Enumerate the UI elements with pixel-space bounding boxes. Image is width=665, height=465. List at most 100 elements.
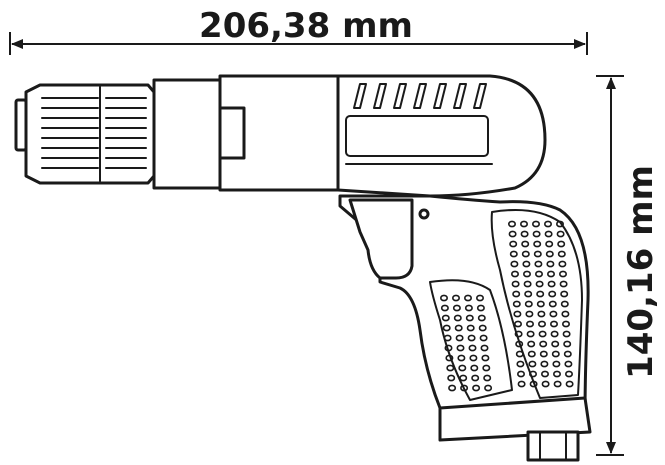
grip-dot	[527, 350, 536, 358]
grip-dot	[440, 304, 449, 312]
grip-dot	[472, 384, 481, 392]
grip-dot	[551, 350, 560, 358]
grip-dot	[540, 360, 549, 368]
grip-dot	[539, 350, 548, 358]
grip-dot	[524, 300, 533, 308]
air-drill-illustration	[14, 74, 592, 462]
grip-dot	[464, 304, 473, 312]
reverse-collar	[218, 106, 246, 160]
grip-dot	[477, 314, 486, 322]
grip-dot	[557, 250, 566, 258]
grip-dot	[560, 300, 569, 308]
grip-dot	[510, 270, 519, 278]
grip-dot	[525, 310, 534, 318]
grip-dot	[444, 344, 453, 352]
grip-dot	[552, 360, 561, 368]
grip-dot	[521, 240, 530, 248]
grip-dot	[531, 220, 540, 228]
grip-dot	[548, 290, 557, 298]
grip-dot	[545, 250, 554, 258]
grip-dot	[522, 270, 531, 278]
grip-dot	[512, 290, 521, 298]
grip-dot	[463, 294, 472, 302]
grip-dot	[540, 370, 549, 378]
air-inlet	[526, 430, 580, 462]
grip-dot	[508, 230, 517, 238]
grip-dot	[560, 290, 569, 298]
grip-dot	[550, 330, 559, 338]
grip-dot	[557, 240, 566, 248]
grip-dot	[549, 310, 558, 318]
grip-dot	[523, 280, 532, 288]
grip-texture-dots	[439, 220, 574, 392]
height-dimension: 140,16 mm	[596, 75, 661, 456]
grip-dot	[521, 250, 530, 258]
grip-dot	[456, 344, 465, 352]
grip-dot	[466, 324, 475, 332]
grip-dot	[439, 294, 448, 302]
grip-dot	[460, 384, 469, 392]
chuck-knurling-front	[41, 97, 99, 169]
grip-dot	[457, 354, 466, 362]
grip-dot	[442, 324, 451, 332]
label-panel	[345, 115, 489, 157]
grip-dot	[509, 250, 518, 258]
grip-dot	[513, 320, 522, 328]
grip-dot	[548, 300, 557, 308]
grip-dot	[527, 340, 536, 348]
grip-dot	[536, 290, 545, 298]
grip-dot	[482, 364, 491, 372]
height-dimension-label: 140,16 mm	[621, 165, 661, 379]
grip-dot	[533, 240, 542, 248]
grip-dot	[555, 220, 564, 228]
trigger-pivot	[418, 208, 430, 220]
chuck-knurling-rear	[105, 97, 147, 169]
vent-slots	[353, 83, 487, 109]
grip-dot	[553, 380, 562, 388]
grip-dot	[533, 250, 542, 258]
grip-dot	[546, 260, 555, 268]
grip-dot	[535, 280, 544, 288]
grip-dot	[481, 354, 490, 362]
grip-dot	[443, 334, 452, 342]
grip-dot	[563, 340, 572, 348]
grip-dot	[546, 270, 555, 278]
grip-dot	[520, 230, 529, 238]
grip-dot	[468, 344, 477, 352]
grip-dot	[515, 340, 524, 348]
grip-dot	[451, 294, 460, 302]
grip-dot	[547, 280, 556, 288]
grip-dot	[483, 374, 492, 382]
grip-dot	[534, 270, 543, 278]
grip-dot	[448, 384, 457, 392]
grip-dot	[563, 350, 572, 358]
grip-dot	[545, 240, 554, 248]
grip-dot	[513, 310, 522, 318]
grip-dot	[532, 230, 541, 238]
grip-dot	[478, 324, 487, 332]
grip-dot	[537, 320, 546, 328]
grip-dot	[544, 230, 553, 238]
trigger	[348, 198, 414, 280]
grip-dot	[534, 260, 543, 268]
grip-dot	[446, 364, 455, 372]
gear-housing	[152, 78, 222, 190]
grip-dot	[516, 360, 525, 368]
grip-dot	[447, 374, 456, 382]
grip-dot	[479, 334, 488, 342]
grip-dot	[529, 380, 538, 388]
grip-dot	[562, 330, 571, 338]
front-grip-pad	[429, 279, 513, 401]
grip-dot	[561, 320, 570, 328]
grip-dot	[453, 314, 462, 322]
grip-dot	[526, 330, 535, 338]
grip-dot	[528, 360, 537, 368]
grip-dot	[516, 370, 525, 378]
grip-dot	[561, 310, 570, 318]
grip-dot	[558, 270, 567, 278]
grip-dot	[441, 314, 450, 322]
grip-dot	[541, 380, 550, 388]
grip-dot	[458, 364, 467, 372]
